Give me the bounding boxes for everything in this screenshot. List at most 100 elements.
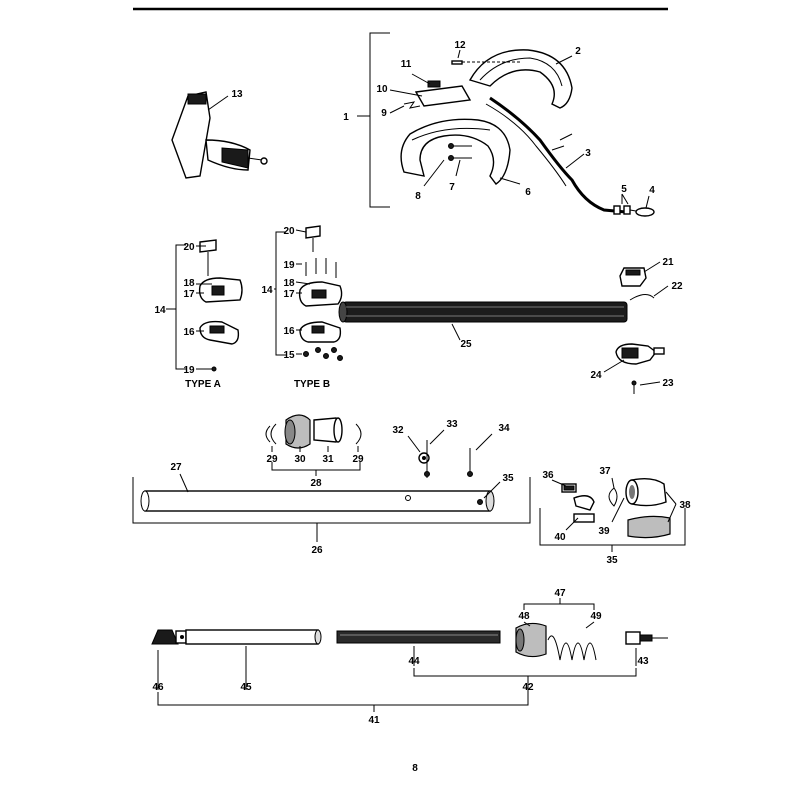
- type-a-knob-screw: [199, 239, 217, 276]
- callout-35-shaft: 35: [502, 473, 514, 484]
- end-cap-part: [615, 343, 665, 365]
- drive-tube-part: [338, 301, 628, 323]
- callout-14-type-a: 14: [154, 305, 166, 316]
- callout-40: 40: [554, 532, 566, 543]
- callout-48: 48: [518, 611, 530, 622]
- handle-clamp-part: [414, 80, 472, 107]
- bracket-47: [523, 603, 595, 610]
- callout-28: 28: [310, 478, 322, 489]
- callout-4: 4: [649, 185, 655, 196]
- callout-26: 26: [311, 545, 323, 556]
- handle-screws: [448, 143, 472, 161]
- callout-34: 34: [498, 423, 510, 434]
- callout-12: 12: [454, 40, 466, 51]
- callout-35-assembly: 35: [606, 555, 618, 566]
- bracket-14-type-b: [275, 231, 286, 356]
- coupler-part: [619, 267, 647, 287]
- shaft-nut-bolt: [418, 440, 430, 478]
- type-b-label: TYPE B: [294, 379, 330, 390]
- type-b-lower-clamp: [299, 321, 342, 343]
- callout-44: 44: [408, 656, 420, 667]
- type-b-knob-screw: [305, 225, 321, 252]
- callout-20-type-b: 20: [283, 226, 295, 237]
- callout-23: 23: [662, 378, 674, 389]
- shoulder-strap-part: [171, 91, 268, 179]
- callout-16-type-b: 16: [283, 326, 295, 337]
- type-b-nuts: [303, 347, 343, 361]
- callout-19-type-a: 19: [183, 365, 195, 376]
- callout-9: 9: [381, 108, 387, 119]
- callout-18-type-b: 18: [283, 278, 295, 289]
- bracket-41: [157, 692, 529, 706]
- page-number: 8: [412, 763, 418, 774]
- callout-18-type-a: 18: [183, 278, 195, 289]
- callout-3: 3: [585, 148, 591, 159]
- bracket-28: [271, 462, 361, 471]
- callout-49: 49: [590, 611, 602, 622]
- connector-part: [613, 205, 621, 215]
- callout-15: 15: [283, 350, 295, 361]
- callout-33: 33: [446, 419, 458, 430]
- pin-part: [451, 60, 463, 65]
- callout-labels: 1 2 3 4 5 6 7 8 9 10 11 12 13 20 18 17 1…: [152, 40, 691, 774]
- callout-20-type-a: 20: [183, 242, 195, 253]
- callout-17-type-a: 17: [183, 289, 195, 300]
- bracket-26: [132, 477, 531, 524]
- callout-47: 47: [554, 588, 566, 599]
- callout-27: 27: [170, 462, 182, 473]
- callout-7: 7: [449, 182, 455, 193]
- inner-shaft-part: [185, 629, 322, 645]
- callout-16-type-a: 16: [183, 327, 195, 338]
- callout-25: 25: [460, 339, 472, 350]
- callout-11: 11: [401, 59, 412, 70]
- type-b-upper-clamp: [298, 281, 343, 307]
- outer-shaft-part: [140, 490, 495, 512]
- callout-46: 46: [152, 682, 164, 693]
- type-a-upper-clamp: [198, 277, 243, 303]
- o-ring-part: [608, 487, 618, 507]
- callout-24: 24: [590, 370, 602, 381]
- housing-part: [625, 477, 671, 539]
- callout-1: 1: [343, 112, 349, 123]
- spring-part: [403, 101, 421, 109]
- callout-45: 45: [240, 682, 252, 693]
- bracket-42: [413, 668, 637, 677]
- callout-14-type-b: 14: [261, 285, 273, 296]
- bracket-1: [369, 32, 390, 208]
- shaft-plug-part: [151, 629, 187, 645]
- callout-39: 39: [598, 526, 610, 537]
- callout-19-type-b: 19: [283, 260, 295, 271]
- drive-cable-part: [336, 630, 501, 644]
- callout-43: 43: [637, 656, 649, 667]
- type-a-lower-clamp: [199, 320, 240, 345]
- latch-parts: [561, 483, 595, 523]
- callout-30: 30: [294, 454, 306, 465]
- bracket-14-type-a: [175, 244, 186, 370]
- drive-adapter-part: [625, 631, 668, 645]
- callout-32: 32: [392, 425, 404, 436]
- callout-37: 37: [599, 466, 611, 477]
- callout-10: 10: [376, 84, 388, 95]
- terminal-part: [635, 207, 655, 217]
- callout-29-left: 29: [266, 454, 278, 465]
- callout-8: 8: [415, 191, 421, 202]
- callout-2: 2: [575, 46, 581, 57]
- callout-29-right: 29: [352, 454, 364, 465]
- retaining-clip-part: [629, 294, 655, 301]
- upper-handle-part: [468, 49, 573, 109]
- callout-31: 31: [322, 454, 334, 465]
- bearing-assembly: [265, 414, 362, 449]
- callout-6: 6: [525, 187, 531, 198]
- callout-36: 36: [542, 470, 554, 481]
- lower-handle-part: [400, 118, 511, 185]
- callout-22: 22: [671, 281, 683, 292]
- callout-42: 42: [522, 682, 534, 693]
- callout-5: 5: [621, 184, 627, 195]
- callout-13: 13: [231, 89, 243, 100]
- wire-harness-part: [489, 96, 627, 214]
- type-a-label: TYPE A: [185, 379, 221, 390]
- callout-38: 38: [679, 500, 691, 511]
- callout-41: 41: [368, 715, 380, 726]
- callout-21: 21: [662, 257, 674, 268]
